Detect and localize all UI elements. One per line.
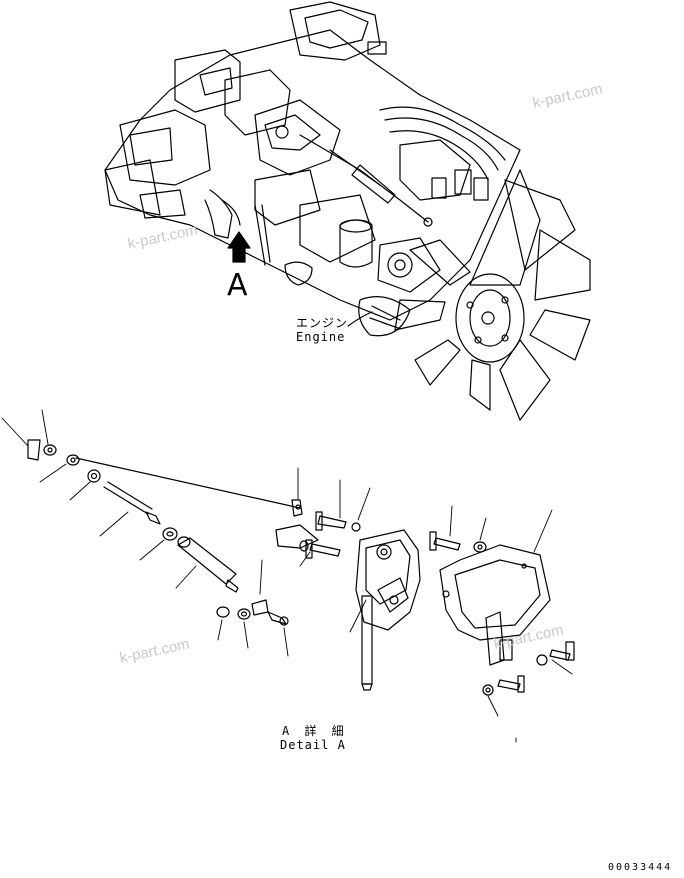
view-a-marker: A <box>227 268 248 303</box>
engine-assembly <box>104 1 521 321</box>
engine-label-english: Engine <box>296 330 346 344</box>
drawing-number: 00033444 <box>608 862 673 873</box>
detail-label-english: Detail A <box>280 738 346 752</box>
detail-label-japanese: A 詳 細 <box>282 724 348 738</box>
engine-label-japanese: エンジン <box>296 316 349 330</box>
detail-a-exploded <box>1 409 575 743</box>
cooling-fan <box>347 169 591 421</box>
